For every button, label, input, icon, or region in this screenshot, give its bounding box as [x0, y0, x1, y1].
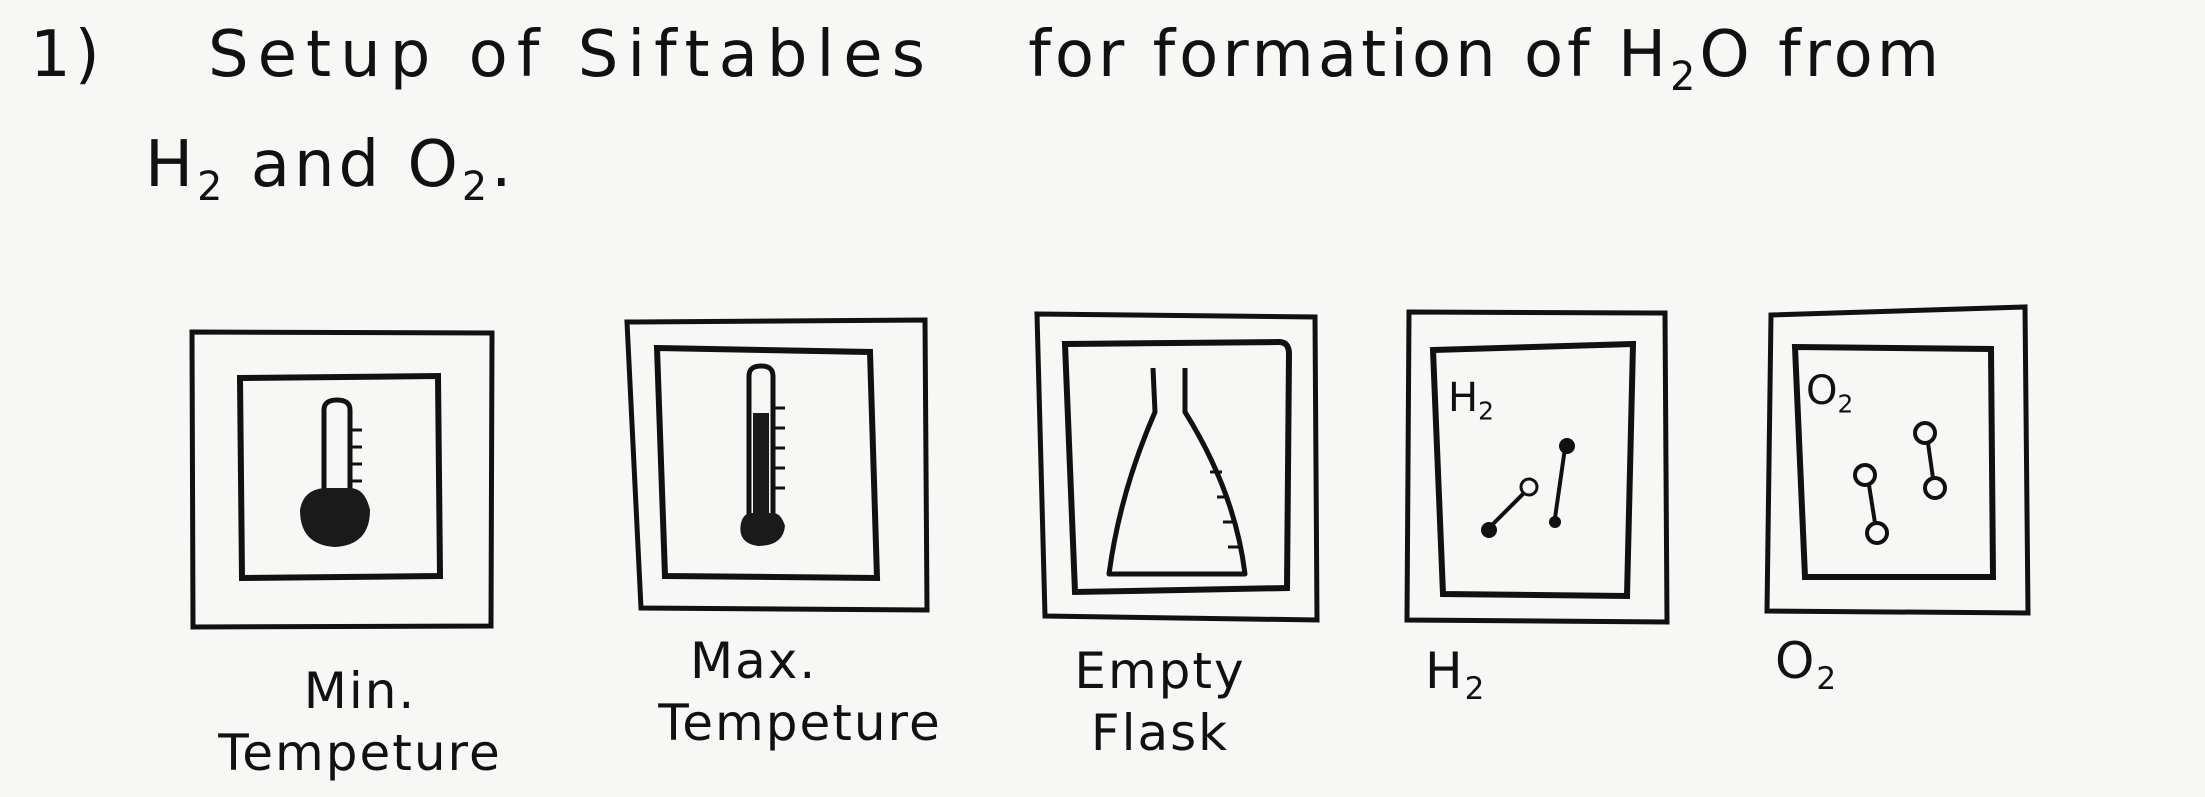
- h2-molecules-icon: [1481, 438, 1575, 538]
- card-label-max-l1: Max.: [690, 632, 818, 690]
- card-label-o2-text: O: [1775, 632, 1817, 690]
- title-line2-sub2: 2: [461, 163, 492, 210]
- siftable-max-temperature: [624, 317, 930, 613]
- title-line-2: H2 and O2.: [145, 128, 515, 210]
- title-text-main: Setup of Siftables: [208, 18, 934, 92]
- step-number: 1): [30, 18, 104, 92]
- card-label-h2-sub: 2: [1464, 670, 1487, 707]
- siftable-h2: [1404, 309, 1670, 625]
- card-label-h2-text: H: [1425, 642, 1465, 700]
- card-label-max: Max. Tempeture: [640, 630, 960, 754]
- card-label-flask: Empty Flask: [1040, 640, 1280, 764]
- tile-o-text: O: [1806, 368, 1838, 414]
- thermometer-low-icon: [300, 397, 370, 547]
- tile-label-h2: H2: [1448, 375, 1494, 426]
- tile-label-o2: O2: [1806, 368, 1853, 419]
- siftable-o2: [1764, 304, 2031, 616]
- tile-h-sub: 2: [1478, 396, 1494, 426]
- card-label-min: Min. Tempeture: [195, 660, 525, 784]
- siftable-min-temperature: [189, 329, 495, 630]
- card-label-min-l2: Tempeture: [218, 724, 502, 782]
- title-text-part-end: O from: [1699, 18, 1944, 92]
- tile-h-text: H: [1448, 375, 1479, 421]
- card-label-max-l2: Tempeture: [658, 694, 942, 752]
- title-line2-b: and O: [226, 128, 462, 202]
- title-text-part: for formation of H: [1028, 18, 1671, 92]
- flask-icon: [1106, 367, 1248, 577]
- card-label-min-l1: Min.: [303, 662, 417, 720]
- title-line2-sub1: 2: [197, 163, 227, 210]
- title-line-1: 1) Setup of Siftables for formation of H…: [30, 18, 1943, 100]
- card-label-o2: O2: [1775, 630, 1895, 710]
- siftable-empty-flask: [1034, 311, 1320, 623]
- card-label-h2: H2: [1425, 640, 1545, 720]
- card-label-flask-l1: Empty: [1074, 642, 1246, 700]
- title-line2-a: H: [145, 128, 198, 202]
- thermometer-high-icon: [740, 363, 785, 546]
- o2-molecules-icon: [1853, 421, 1947, 545]
- card-label-flask-l2: Flask: [1090, 704, 1230, 762]
- card-label-o2-sub: 2: [1816, 660, 1839, 697]
- tile-o-sub: 2: [1837, 389, 1854, 419]
- title-line2-c: .: [491, 128, 516, 202]
- title-subscript: 2: [1670, 53, 1700, 100]
